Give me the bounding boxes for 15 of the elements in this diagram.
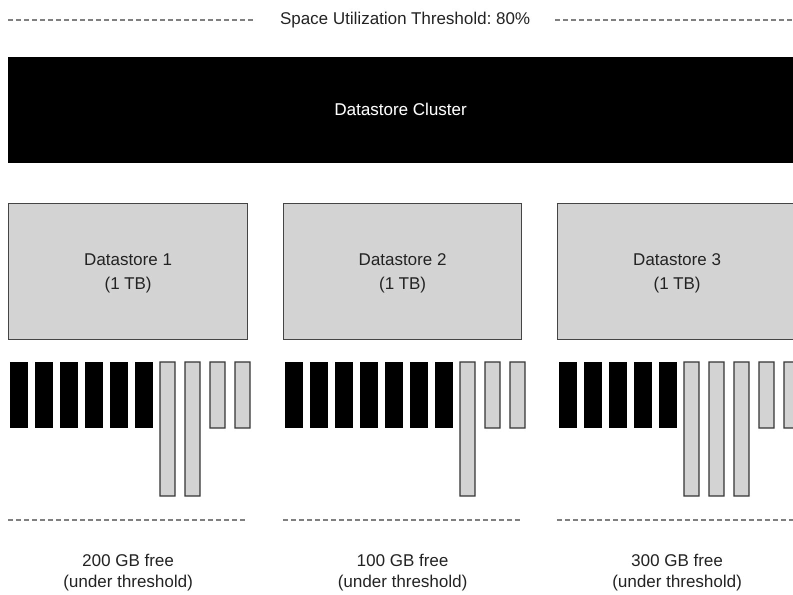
free-space-note: 200 GB free (under threshold): [62, 550, 194, 592]
datastore-box: [8, 203, 248, 340]
node-text: Datastore Cluster: [334, 99, 467, 121]
node-text: (1 TB): [104, 272, 152, 294]
node-text: Datastore 2: [358, 248, 446, 270]
free-space-note: 100 GB free (under threshold): [336, 550, 468, 592]
threshold-label: Space Utilization Threshold: 80%: [278, 9, 532, 29]
node-text: (1 TB): [654, 272, 700, 294]
datastore-box: [283, 203, 522, 340]
free-space-note: 300 GB free (under threshold): [611, 550, 743, 592]
node-text: (1 TB): [379, 272, 426, 294]
cluster-box: [8, 57, 793, 163]
datastore-box: [557, 203, 793, 340]
node-text: Datastore 3: [633, 248, 721, 270]
node-text: Datastore 1: [84, 248, 172, 270]
